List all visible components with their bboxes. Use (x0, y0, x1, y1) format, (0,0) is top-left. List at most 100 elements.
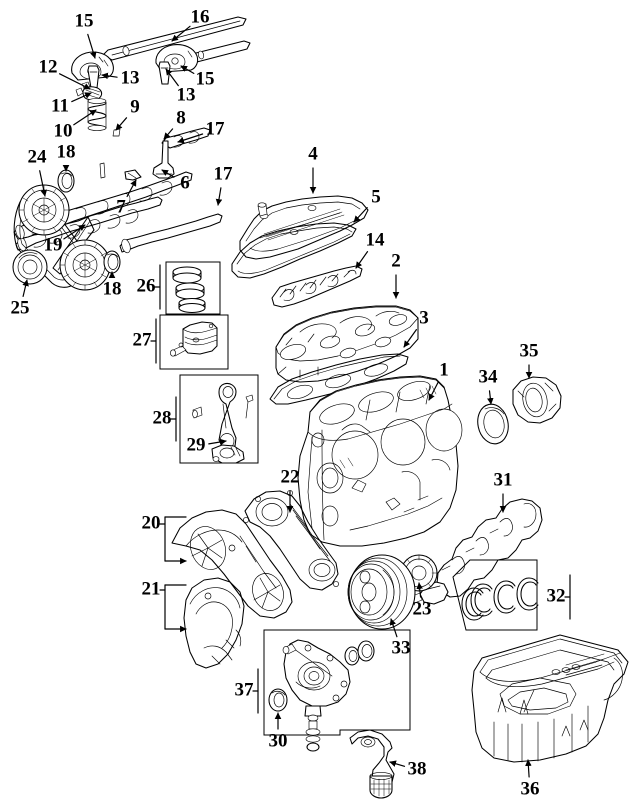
callout-number-2: 2 (391, 250, 401, 271)
leader-line (208, 438, 227, 446)
leader-line (163, 128, 174, 140)
engine-block (297, 375, 463, 547)
callout-number-10: 10 (54, 120, 73, 141)
rocker-shaft-assembly (271, 265, 363, 308)
leader-line (353, 207, 368, 223)
callout-camshaft-seal: 18 (57, 141, 76, 172)
callout-valve-guide: 13 (101, 67, 140, 88)
callout-number-3: 3 (419, 307, 429, 328)
callout-rod-bearing-cap: 29 (187, 434, 227, 455)
callout-timing-belt: 24 (28, 146, 48, 197)
callout-number-13: 13 (121, 67, 140, 88)
timing-cover-lower (183, 577, 245, 669)
callout-valve-spring-retainer: 11 (51, 92, 92, 116)
seal-retainer (512, 376, 562, 424)
connecting-rod-inset (179, 374, 259, 464)
head-gasket (269, 353, 409, 405)
leader-line (87, 33, 97, 59)
leader-line (389, 760, 406, 767)
main-bearings-inset (452, 559, 539, 631)
callout-number-13: 13 (177, 84, 196, 105)
callout-number-16: 16 (191, 6, 210, 27)
camshaft-main (119, 213, 223, 254)
leader-line (215, 187, 223, 206)
leader-line (126, 179, 137, 198)
callout-timing-cover-upper: 20 (142, 512, 187, 561)
callout-number-29: 29 (187, 434, 206, 455)
piston-inset (159, 314, 229, 370)
leader-line (428, 381, 439, 401)
valve-spring (87, 98, 107, 131)
callout-valve-cover: 4 (308, 143, 318, 194)
leader-line (403, 329, 417, 348)
callout-number-26: 26 (137, 275, 156, 296)
callout-number-12: 12 (39, 56, 58, 77)
leader-line (416, 582, 423, 598)
callout-oil-pump: 37 (235, 668, 259, 714)
callout-number-36: 36 (521, 778, 540, 799)
callout-rocker-shaft-assembly: 14 (355, 229, 386, 269)
callout-number-20: 20 (142, 512, 161, 533)
callout-piston-rings: 26 (137, 264, 161, 310)
callout-number-14: 14 (366, 229, 386, 250)
callout-valve-keeper: 12 (39, 56, 91, 90)
leader-arrow (164, 584, 186, 629)
callout-number-27: 27 (133, 329, 153, 350)
callout-cylinder-head: 2 (391, 250, 401, 299)
callout-head-gasket: 3 (403, 307, 429, 348)
callout-intake-valve: 6 (161, 169, 190, 193)
callout-camshaft-seal: 18 (103, 271, 122, 299)
callout-valve-seal: 8 (163, 107, 186, 140)
callout-camshaft: 17 (214, 163, 233, 206)
callout-number-7: 7 (116, 196, 126, 217)
callout-number-8: 8 (176, 107, 186, 128)
callout-number-28: 28 (153, 407, 172, 428)
callout-rear-main-seal: 34 (479, 366, 498, 405)
belt-tensioner (12, 249, 48, 285)
leader-line (487, 390, 494, 405)
cylinder-head (275, 305, 419, 383)
camshaft-small-top (161, 127, 211, 149)
timing-cover-upper (171, 509, 293, 619)
callout-number-15: 15 (75, 10, 94, 31)
oil-pickup-tube (349, 729, 395, 799)
callout-oil-pan: 36 (521, 759, 540, 799)
timing-cover-gasket (243, 490, 339, 591)
callout-oil-pickup-tube: 38 (389, 758, 427, 779)
callout-piston: 27 (133, 318, 157, 364)
callout-crankshaft-pulley: 33 (389, 618, 411, 658)
leader-line (22, 279, 29, 297)
callout-number-33: 33 (392, 637, 411, 658)
cam-seal-lower (103, 250, 121, 274)
callout-valve-guide: 13 (165, 68, 196, 105)
callout-main-bearings: 32 (547, 574, 571, 620)
callout-camshaft-sprocket: 19 (44, 224, 86, 255)
callout-number-31: 31 (494, 469, 513, 490)
oil-pan (471, 634, 629, 763)
leader-line (71, 92, 92, 103)
callout-rocker-arm: 15 (180, 65, 215, 89)
leader-line (171, 25, 191, 42)
callout-number-1: 1 (439, 359, 449, 380)
leader-line (525, 759, 532, 778)
callout-number-11: 11 (51, 95, 69, 116)
callout-number-15: 15 (196, 68, 215, 89)
callout-engine-block: 1 (428, 359, 449, 401)
valve-guide-right (158, 61, 171, 85)
callout-camshaft: 17 (177, 118, 225, 144)
callout-number-4: 4 (308, 143, 318, 164)
callout-number-38: 38 (408, 758, 427, 779)
leader-line (39, 170, 48, 197)
callout-belt-tensioner: 25 (11, 279, 30, 318)
crankshaft-pulley (347, 554, 416, 630)
piston-rings (172, 266, 206, 314)
leader-line (177, 133, 204, 144)
valve-lifter (124, 169, 142, 181)
callout-rocker-arm: 15 (75, 10, 97, 59)
callout-number-23: 23 (413, 598, 432, 619)
leader-line (101, 72, 118, 80)
piston-rings-inset (165, 261, 221, 315)
leader-line (165, 68, 179, 87)
callout-seal-retainer: 35 (520, 340, 539, 379)
